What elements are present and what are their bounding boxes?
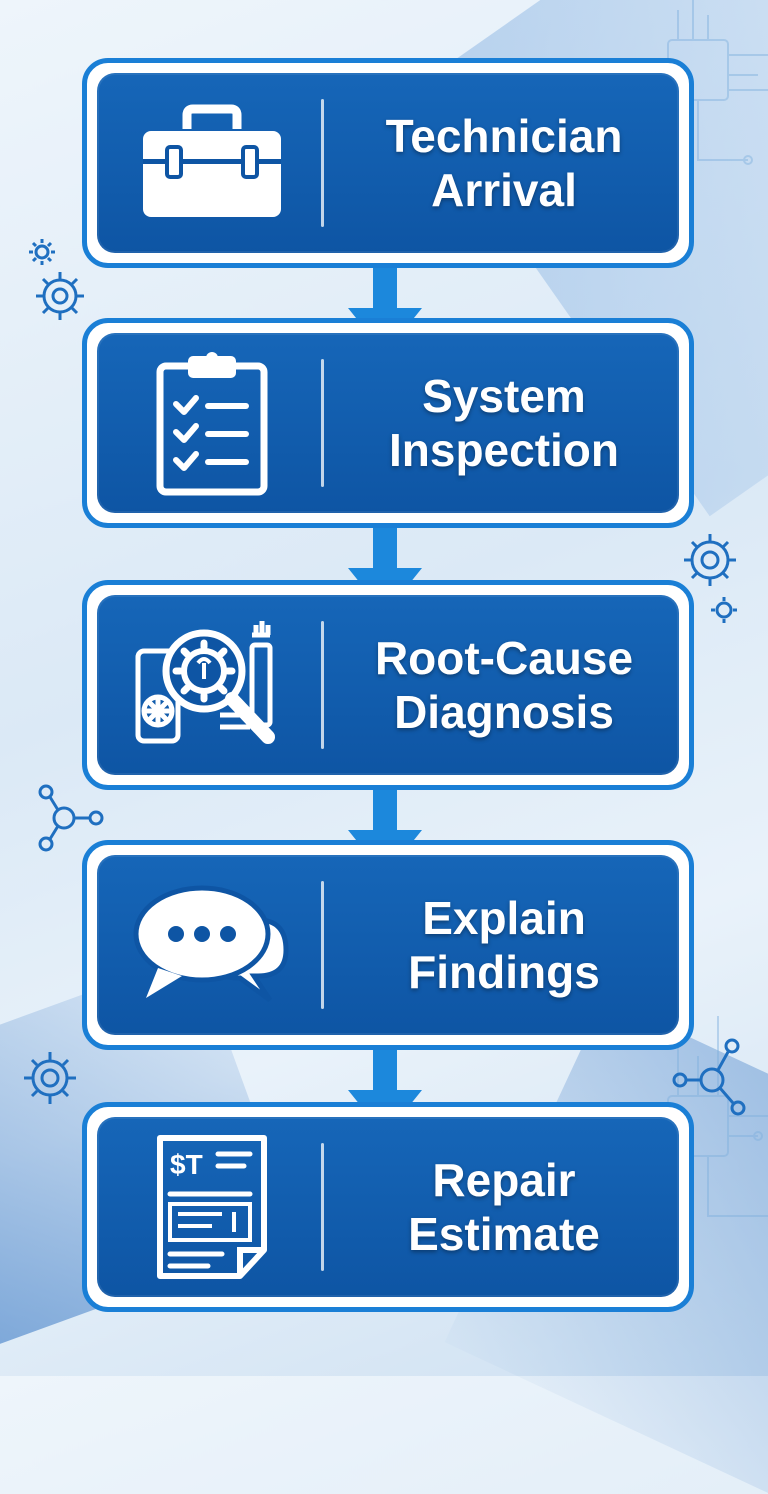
gears-icon bbox=[684, 534, 737, 623]
step-label-line2: Arrival bbox=[431, 164, 577, 216]
step-label: System Inspection bbox=[329, 333, 679, 513]
step-divider bbox=[321, 881, 324, 1009]
step-label-line2: Inspection bbox=[388, 424, 620, 476]
gear-icon bbox=[24, 1052, 76, 1104]
step-divider bbox=[321, 621, 324, 749]
step-explain-findings: Explain Findings bbox=[82, 840, 694, 1050]
toolbox-icon bbox=[143, 104, 281, 217]
step-system-inspection: System Inspection bbox=[82, 318, 694, 528]
step-label-line1: Explain bbox=[422, 892, 586, 944]
step-divider bbox=[321, 359, 324, 487]
step-label-line2: Findings bbox=[408, 946, 600, 998]
molecule-icon bbox=[38, 784, 104, 852]
gears-icon bbox=[29, 239, 84, 320]
clipboard-checklist-icon bbox=[156, 352, 268, 496]
chat-bubbles-icon bbox=[133, 885, 289, 1003]
step-label-line2: Diagnosis bbox=[394, 686, 614, 738]
step-repair-estimate: $T Repair Estimate bbox=[82, 1102, 694, 1312]
step-label-line1: Root-Cause bbox=[374, 632, 634, 684]
step-label-line1: Repair bbox=[432, 1154, 576, 1206]
step-root-cause-diagnosis: Root-Cause Diagnosis bbox=[82, 580, 694, 790]
step-label: Explain Findings bbox=[329, 855, 679, 1035]
molecule-icon bbox=[672, 1038, 746, 1116]
invoice-symbol-text: $T bbox=[170, 1149, 203, 1180]
step-label: Technician Arrival bbox=[329, 73, 679, 253]
step-divider bbox=[321, 99, 324, 227]
step-label-line1: System bbox=[422, 370, 586, 422]
step-divider bbox=[321, 1143, 324, 1271]
magnifier-gear-icon bbox=[135, 621, 275, 744]
step-label: Root-Cause Diagnosis bbox=[329, 595, 679, 775]
step-technician-arrival: Technician Arrival bbox=[82, 58, 694, 268]
step-label-line1: Technician bbox=[385, 110, 623, 162]
step-label: Repair Estimate bbox=[329, 1117, 679, 1297]
invoice-document-icon: $T bbox=[157, 1135, 267, 1279]
step-label-line2: Estimate bbox=[408, 1208, 600, 1260]
